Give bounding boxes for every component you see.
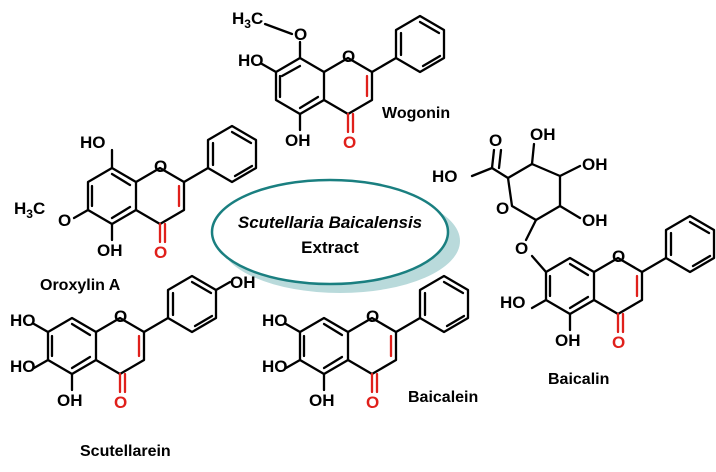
baicalein-ring-b: [394, 274, 470, 334]
oroxylin-ring-b: [182, 124, 258, 184]
baicalin-acid-oh: HO: [432, 167, 458, 186]
scutellarein-oh-5: OH: [57, 391, 83, 410]
wogonin-ring-c: [322, 56, 374, 116]
baicalein-ring-o: O: [366, 307, 379, 326]
wogonin-name: Wogonin: [382, 105, 450, 122]
wogonin-methoxy-bond: [263, 22, 294, 36]
baicalin-acid-o: O: [489, 131, 502, 150]
wogonin-methyl: H3C: [232, 9, 263, 31]
baicalin-ho-6: HO: [500, 293, 526, 312]
oroxylin-ho-7: HO: [80, 133, 106, 152]
baicalin-structure: O HO OH OH OH O O O HO OH O Baicalin: [432, 125, 716, 388]
scutellarein-ring-a-double: [50, 322, 92, 370]
oroxylin-ring-c: [134, 166, 186, 226]
scutellarein-ring-a: [46, 316, 98, 376]
scutellarein-carbonyl: [118, 372, 127, 394]
baicalin-ring-o: O: [612, 247, 625, 266]
baicalein-ring-b-double: [423, 280, 466, 328]
oroxylin-ring-a-double: [90, 172, 132, 220]
baicalein-ring-a-double: [302, 322, 344, 370]
center-title: Scutellaria Baicalensis: [238, 213, 422, 232]
baicalin-sugar-oh-1: OH: [530, 125, 556, 144]
baicalein-oh-5: OH: [309, 391, 335, 410]
baicalin-ring-c: [592, 256, 644, 316]
oroxylin-carbonyl: [158, 222, 167, 244]
scutellarein-structure: O OH HO HO OH O Scutellarein: [10, 273, 256, 460]
baicalein-ring-c: [346, 316, 398, 376]
baicalein-ho-7: HO: [262, 311, 288, 330]
wogonin-carbonyl-o: O: [343, 133, 356, 152]
baicalin-sugar-oh-3: OH: [582, 211, 608, 230]
center-ellipse: [210, 178, 450, 286]
baicalin-oh-5: OH: [555, 331, 581, 350]
oroxylin-name: Oroxylin A: [40, 277, 121, 294]
scutellarein-ring-b-double: [171, 280, 214, 328]
baicalin-carbonyl-o: O: [612, 333, 625, 352]
scutellarein-oh-bonds: [32, 322, 74, 392]
center-ellipse-group: Scutellaria Baicalensis Extract: [210, 178, 460, 293]
wogonin-ho-7: HO: [238, 51, 264, 70]
baicalin-name: Baicalin: [548, 371, 609, 388]
wogonin-o-methoxy: O: [294, 25, 307, 44]
baicalin-sugar-oh-2: OH: [582, 155, 608, 174]
scutellarein-ring-c: [94, 316, 146, 376]
wogonin-structure: O HO OH O O H3C Wogonin: [232, 9, 450, 152]
wogonin-ring-b-double: [399, 20, 442, 68]
baicalin-ring-b: [640, 214, 716, 274]
wogonin-oh-5: OH: [285, 131, 311, 150]
baicalein-name: Baicalein: [408, 389, 478, 406]
baicalin-ring-b-double: [669, 220, 712, 268]
oroxylin-ring-o: O: [154, 157, 167, 176]
scutellarein-ho-7: HO: [10, 311, 36, 330]
baicalein-structure: O HO HO OH O Baicalein: [262, 274, 478, 412]
scutellarein-oh-4p: OH: [230, 273, 256, 292]
oroxylin-ring-b-double: [211, 130, 254, 178]
wogonin-oh-bonds: [260, 40, 302, 132]
oroxylin-oh-bonds: [72, 148, 114, 242]
center-subtitle: Extract: [301, 238, 359, 257]
baicalin-glycosidic-o: O: [515, 239, 528, 258]
baicalin-ring-a: [544, 256, 596, 316]
oroxylin-ring-a: [86, 166, 138, 226]
oroxylin-methyl: H3C: [14, 199, 45, 221]
baicalin-sugar-ring: [506, 162, 562, 222]
wogonin-carbonyl: [346, 112, 355, 134]
scutellarein-name: Scutellarein: [80, 443, 171, 460]
baicalein-oh-bonds: [284, 322, 326, 392]
oroxylin-o-methoxy: O: [58, 211, 71, 230]
baicalin-sugar-ring-o: O: [496, 199, 509, 218]
wogonin-ring-o: O: [342, 47, 355, 66]
baicalin-sugar-substituents: [470, 142, 582, 242]
wogonin-ring-a-double: [278, 64, 320, 110]
baicalein-carbonyl: [370, 372, 379, 394]
scutellarein-ring-b: [142, 274, 218, 334]
scutellarein-carbonyl-o: O: [114, 393, 127, 412]
baicalin-glycosidic-bond: [530, 254, 548, 274]
scutellarein-ring-o: O: [114, 307, 127, 326]
scutellarein-ho-6: HO: [10, 357, 36, 376]
baicalein-ring-a: [298, 316, 350, 376]
scutellarein-4oh-bond: [214, 280, 232, 292]
baicalin-ring-a-double: [548, 262, 590, 310]
oroxylin-structure: O HO O H3C OH O Oroxylin A: [14, 124, 258, 294]
baicalin-carbonyl: [616, 312, 625, 334]
wogonin-ring-b: [370, 14, 446, 74]
baicalein-ho-6: HO: [262, 357, 288, 376]
oroxylin-oh-5: OH: [97, 241, 123, 260]
baicalin-oh-bonds: [530, 298, 572, 332]
oroxylin-carbonyl-o: O: [154, 243, 167, 262]
baicalein-carbonyl-o: O: [366, 393, 379, 412]
